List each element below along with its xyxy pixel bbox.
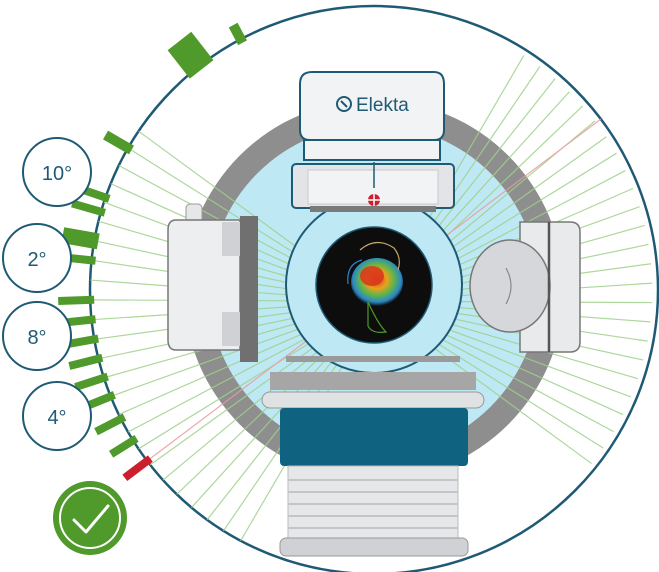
beam-segment-red: [122, 455, 153, 481]
angle-badge-8[interactable]: 8°: [2, 301, 72, 371]
beam-segment: [167, 31, 214, 79]
beam-segment: [103, 130, 135, 155]
angle-badge-label: 2°: [27, 249, 46, 271]
checkmark-icon: [53, 481, 127, 555]
angle-badge-label: 10°: [42, 163, 72, 185]
beam-segment: [94, 413, 127, 436]
beam-segment: [61, 315, 96, 327]
elekta-logo-icon: [336, 96, 352, 112]
angle-badge-label: 8°: [27, 327, 46, 349]
angle-badge-label: 4°: [47, 407, 66, 429]
beam-segment: [108, 434, 139, 458]
brand-label: Elekta: [356, 95, 409, 116]
patient-couch: [261, 356, 485, 557]
beam-segment: [74, 372, 109, 391]
angle-badge-10[interactable]: 10°: [22, 137, 92, 207]
angle-badge-2[interactable]: 2°: [2, 223, 72, 293]
beam-segment: [83, 391, 116, 411]
linac-head: Elekta: [291, 71, 455, 212]
beam-segment: [58, 295, 95, 306]
beam-segment: [71, 199, 106, 217]
beam-segment: [61, 227, 100, 250]
beam-segment: [68, 353, 104, 370]
angle-badge-4[interactable]: 4°: [22, 381, 92, 451]
beam-segment-arc: [58, 22, 247, 481]
dose-distribution: [347, 241, 403, 333]
left-imager-panel: [167, 203, 258, 362]
beam-segment: [228, 22, 247, 46]
beam-segment: [64, 334, 99, 349]
right-imager-panel: [469, 221, 581, 353]
